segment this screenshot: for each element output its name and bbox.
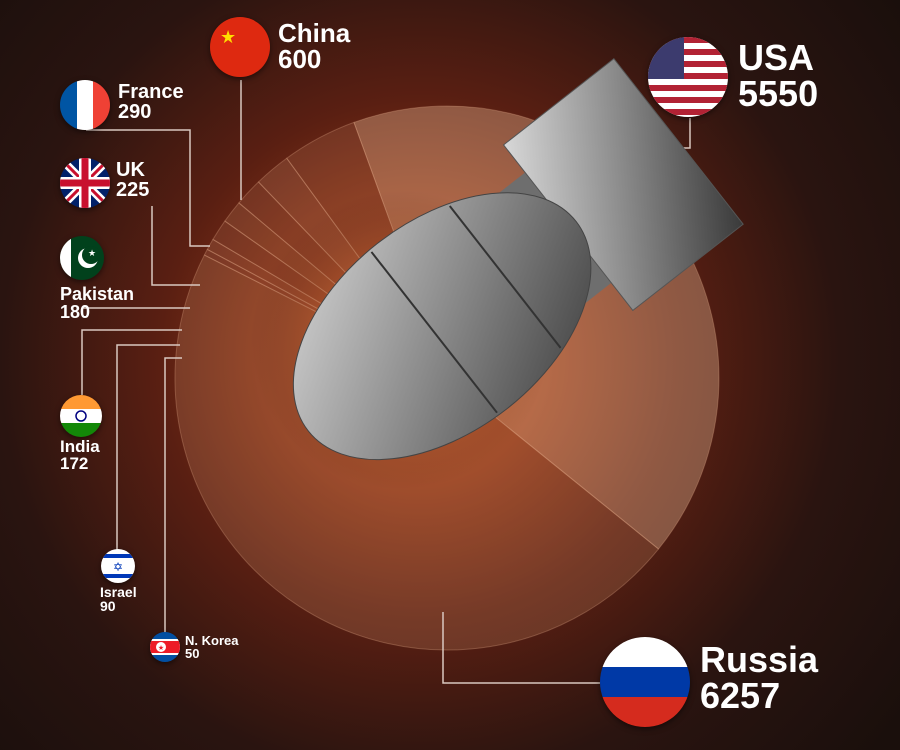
warhead-count: 225 [116, 179, 150, 201]
label-israel: Israel 90 [100, 585, 137, 613]
warhead-count: 180 [60, 302, 91, 322]
france-flag-icon [60, 80, 110, 130]
svg-text:★: ★ [220, 27, 236, 47]
country-name: France [118, 81, 184, 103]
leader-uk [151, 206, 200, 286]
bomb-illustration [292, 58, 744, 461]
usa-flag-icon [648, 37, 728, 117]
label-pakistan: Pakistan 180 [60, 285, 134, 321]
leader-israel [116, 344, 180, 550]
leader-russia [442, 612, 600, 684]
leader-india [81, 329, 182, 395]
china-flag-icon: ★ [210, 17, 270, 77]
warhead-count: 6257 [700, 675, 781, 716]
india-flag-icon [60, 395, 102, 437]
country-name: India [60, 437, 100, 456]
country-name: China [278, 18, 351, 48]
warhead-count: 172 [60, 454, 89, 473]
warhead-count: 600 [278, 44, 322, 74]
svg-text:★: ★ [158, 644, 164, 652]
label-nkorea: N. Korea 50 [185, 634, 238, 660]
warhead-count: 290 [118, 101, 152, 123]
country-name: Pakistan [60, 284, 135, 304]
leader-nkorea [164, 357, 182, 640]
label-uk: UK 225 [116, 160, 149, 200]
israel-flag-icon: ✡ [101, 549, 135, 583]
label-usa: USA 5550 [738, 40, 818, 112]
label-russia: Russia 6257 [700, 642, 818, 714]
leader-lines [81, 80, 691, 684]
svg-text:★: ★ [88, 248, 96, 258]
svg-text:✡: ✡ [113, 560, 123, 574]
label-india: India 172 [60, 438, 100, 472]
russia-flag-icon [600, 637, 690, 727]
country-name: USA [738, 37, 815, 78]
warhead-count: 50 [185, 646, 200, 661]
label-china: China 600 [278, 20, 350, 72]
country-name: Israel [100, 584, 137, 600]
label-france: France 290 [118, 82, 184, 122]
uk-flag-icon [60, 158, 110, 208]
north-korea-flag-icon: ★ [150, 632, 180, 662]
warhead-count: 5550 [738, 73, 819, 114]
pakistan-flag-icon: ★ [60, 236, 104, 280]
country-name: N. Korea [185, 633, 239, 648]
leader-france [86, 129, 210, 247]
warhead-count: 90 [100, 598, 116, 614]
country-name: Russia [700, 639, 819, 680]
country-name: UK [116, 159, 145, 181]
